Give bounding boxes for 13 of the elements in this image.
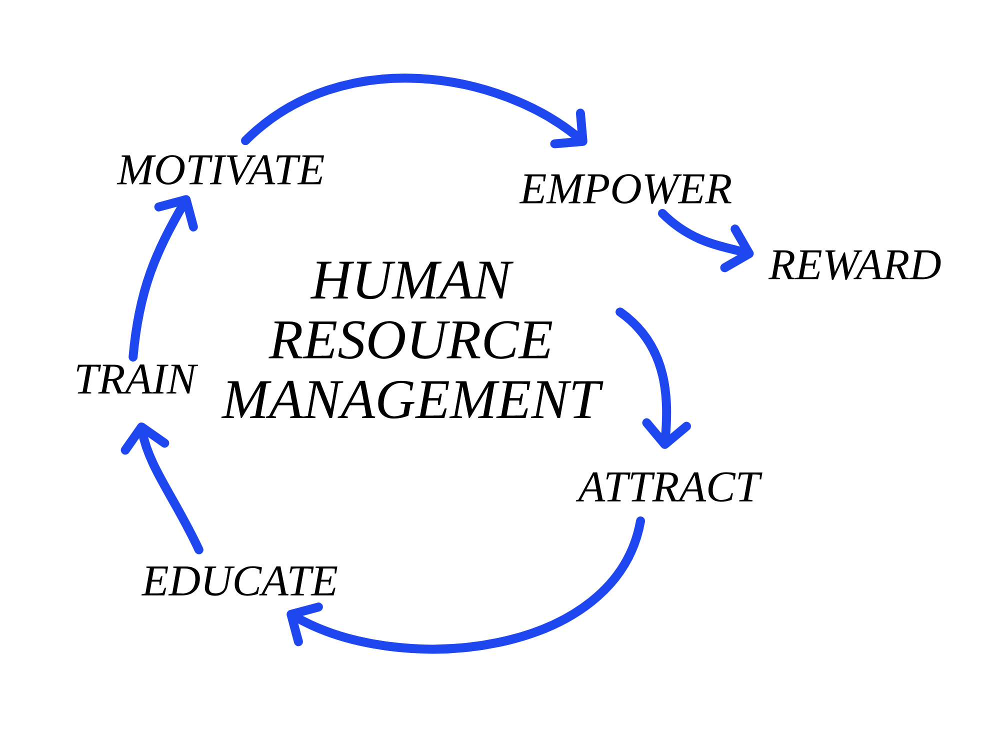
curved-arrow bbox=[128, 195, 198, 362]
center-heading: HUMAN RESOURCE MANAGEMENT bbox=[221, 261, 604, 419]
cycle-step-label: EMPOWER bbox=[519, 174, 732, 204]
cycle-step-label: TRAIN bbox=[76, 364, 198, 394]
cycle-step-label: EDUCATE bbox=[141, 566, 338, 596]
cycle-step-label: ATTRACT bbox=[576, 472, 762, 502]
curved-arrow bbox=[616, 308, 692, 449]
curved-arrow bbox=[120, 422, 204, 554]
curved-arrow bbox=[658, 208, 754, 272]
curved-arrow bbox=[240, 74, 588, 148]
cycle-step-label: MOTIVATE bbox=[116, 155, 324, 185]
curved-arrow bbox=[286, 516, 646, 654]
cycle-step-label: REWARD bbox=[768, 250, 941, 280]
